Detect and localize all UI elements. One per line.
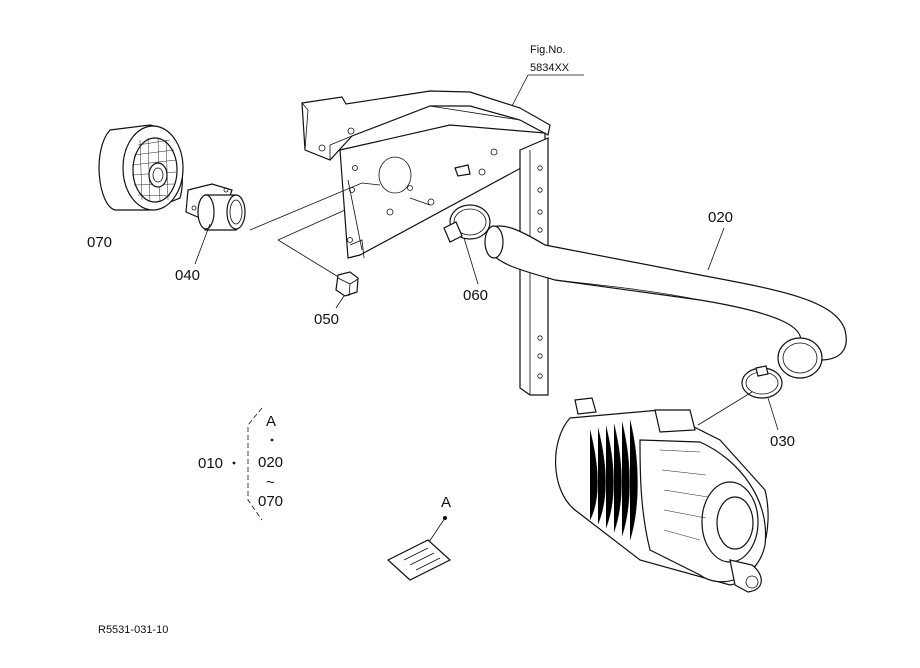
leader-line-cap bbox=[249, 182, 381, 231]
reference-tag: A bbox=[386, 494, 452, 581]
inlet-pipe bbox=[185, 183, 246, 231]
assembly-ref: A bbox=[266, 413, 276, 430]
callout-020: 020 bbox=[708, 209, 733, 226]
callout-050: 050 bbox=[314, 311, 339, 328]
assembly-code: 010 bbox=[198, 455, 223, 472]
callout-030: 030 bbox=[770, 433, 795, 450]
callout-070: 070 bbox=[87, 234, 112, 251]
fig-number-text: 5834XX bbox=[530, 62, 570, 74]
bolt bbox=[335, 271, 359, 297]
air-cleaner-body bbox=[554, 397, 769, 593]
fig-label-text: Fig.No. bbox=[530, 44, 565, 56]
assembly-range-start: 020 bbox=[258, 454, 283, 471]
hose-clamp-upper bbox=[427, 198, 491, 243]
air-hose bbox=[484, 225, 847, 379]
assembly-range-end: 070 bbox=[258, 493, 283, 510]
callout-060: 060 bbox=[463, 287, 488, 304]
ref-marker-text: A bbox=[441, 494, 451, 511]
assembly-range-sep: ~ bbox=[266, 474, 275, 491]
hose-clamp-lower bbox=[697, 365, 783, 426]
drawing-code: R5531-031-10 bbox=[98, 624, 168, 636]
pre-cleaner-cap bbox=[98, 124, 184, 211]
callout-040: 040 bbox=[175, 267, 200, 284]
assembly-note: 010 A 020 ~ 070 bbox=[198, 407, 283, 521]
figure-number-label: Fig.No. 5834XX bbox=[511, 44, 584, 107]
